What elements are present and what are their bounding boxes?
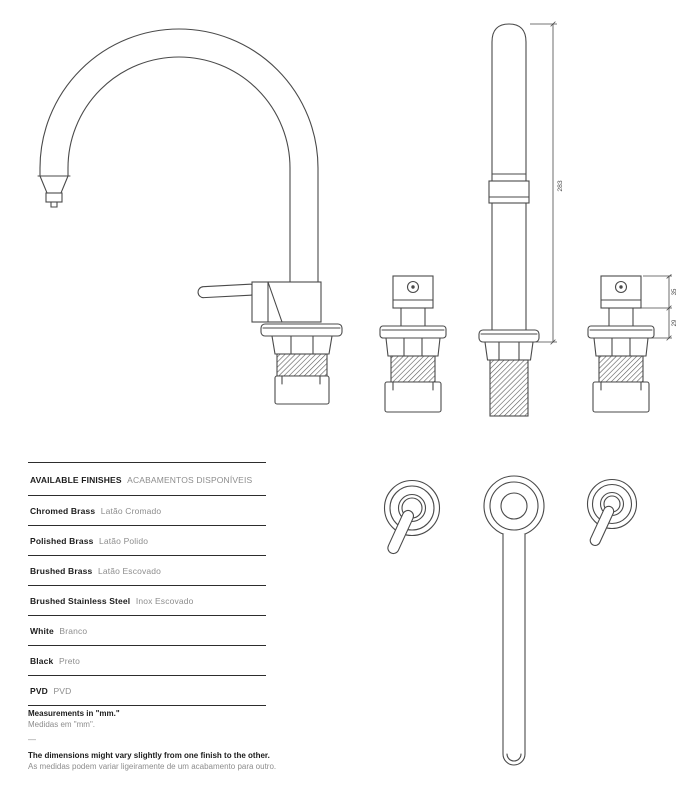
finish-row: PVD PVD xyxy=(28,676,266,706)
spout-top-view-drawing xyxy=(468,462,560,778)
spout-side-view-drawing xyxy=(10,18,345,410)
finish-name-en: Brushed Stainless Steel xyxy=(30,596,131,606)
measurements-note-en: Measurements in "mm." xyxy=(28,709,120,718)
measurements-note-pt: Medidas em "mm". xyxy=(28,720,96,730)
valve-upper-dimension-label: 35 xyxy=(672,288,678,295)
finishes-table-header: AVAILABLE FINISHES ACABAMENTOS DISPONÍVE… xyxy=(28,463,266,496)
valve-side-view-drawing xyxy=(368,274,458,414)
finish-row: Polished Brass Latão Polido xyxy=(28,526,266,556)
handle-top-view-drawing xyxy=(372,466,452,566)
finish-row: Brushed Stainless Steel Inox Escovado xyxy=(28,586,266,616)
finish-name-pt: PVD xyxy=(53,686,72,696)
finishes-header-en: AVAILABLE FINISHES xyxy=(30,475,122,485)
finish-name-pt: Latão Cromado xyxy=(100,506,162,516)
finish-name-en: Brushed Brass xyxy=(30,566,93,576)
finish-name-pt: Preto xyxy=(58,656,81,666)
spout-height-dimension-label: 283 xyxy=(557,180,564,192)
finish-row: Brushed Brass Latão Escovado xyxy=(28,556,266,586)
finish-name-en: White xyxy=(30,626,54,636)
finish-row: Chromed Brass Latão Cromado xyxy=(28,496,266,526)
small-handle-top-view-drawing xyxy=(578,470,650,562)
finishes-header-pt: ACABAMENTOS DISPONÍVEIS xyxy=(127,475,253,485)
finish-name-en: Polished Brass xyxy=(30,536,94,546)
notes-separator: — xyxy=(28,735,36,745)
variation-note-pt: As medidas podem variar ligeiramente de … xyxy=(28,761,277,771)
finish-name-pt: Branco xyxy=(59,626,88,636)
footnotes: Measurements in "mm." Medidas em "mm". —… xyxy=(28,708,368,772)
finish-name-pt: Latão Polido xyxy=(99,536,149,546)
finish-name-pt: Inox Escovado xyxy=(135,596,194,606)
finish-name-en: Black xyxy=(30,656,54,666)
finish-row: White Branco xyxy=(28,616,266,646)
valve-lower-dimension-label: 29 xyxy=(672,319,678,326)
finish-row: Black Preto xyxy=(28,646,266,676)
valve-side-view-dimensioned-drawing: 35 29 xyxy=(576,274,686,414)
finish-name-pt: Latão Escovado xyxy=(97,566,161,576)
variation-note-en: The dimensions might vary slightly from … xyxy=(28,750,270,760)
finishes-table: AVAILABLE FINISHES ACABAMENTOS DISPONÍVE… xyxy=(28,462,266,706)
finish-name-en: PVD xyxy=(30,686,48,696)
finish-name-en: Chromed Brass xyxy=(30,506,96,516)
spout-front-view-drawing: 283 xyxy=(478,14,573,422)
